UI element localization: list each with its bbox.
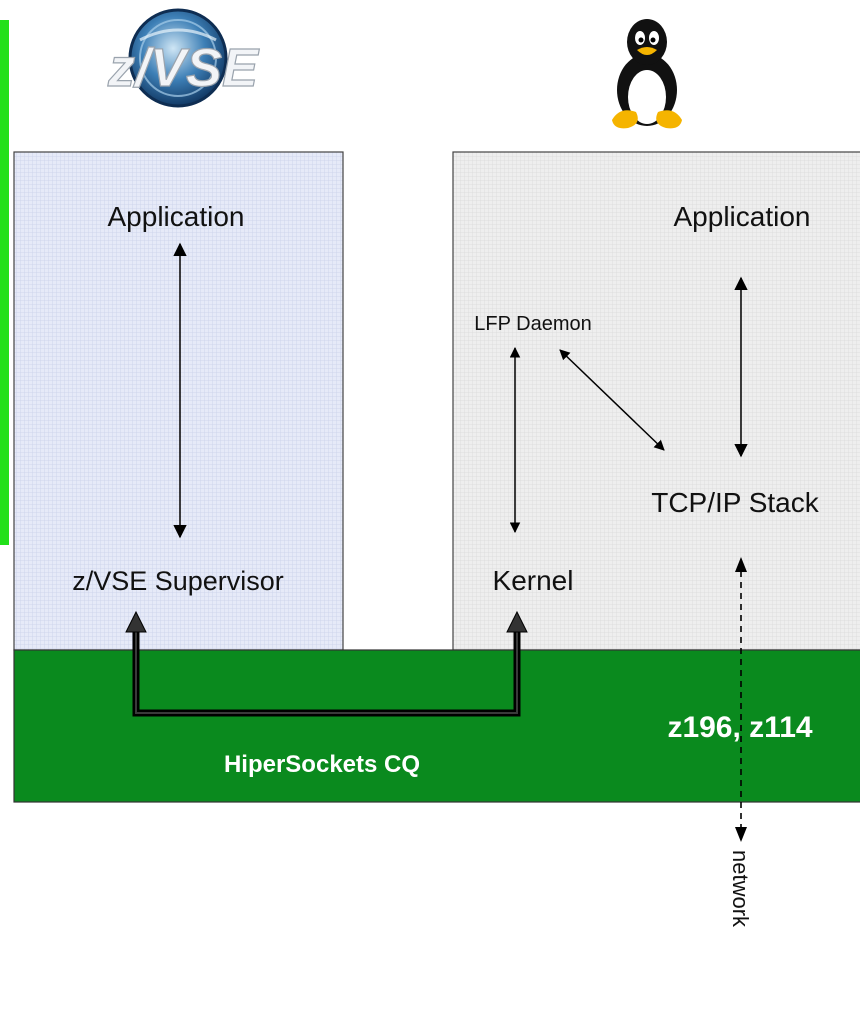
tcpip-stack-label: TCP/IP Stack: [651, 487, 820, 518]
hipersockets-base: [13, 649, 860, 803]
zvse-logo-text: z/VSE: [107, 38, 260, 98]
network-arrow-down: [735, 827, 747, 842]
linux-penguin-icon: [612, 19, 682, 129]
accent-bar: [0, 20, 9, 545]
network-arrow-up: [735, 557, 747, 572]
machines-label: z196, z114: [667, 711, 812, 744]
lfp-tcpip-arrow: [559, 349, 665, 451]
hipersockets-connection: [125, 610, 528, 717]
zvse-supervisor-label: z/VSE Supervisor: [72, 566, 284, 596]
kernel-label: Kernel: [493, 565, 574, 596]
zvse-logo: z/VSE: [106, 8, 261, 108]
zvse-application-label: Application: [108, 201, 245, 232]
network-label: network: [728, 850, 753, 928]
hipersockets-label: HiperSockets CQ: [224, 751, 420, 778]
linux-application-label: Application: [674, 201, 811, 232]
lfp-daemon-label: LFP Daemon: [474, 313, 591, 335]
